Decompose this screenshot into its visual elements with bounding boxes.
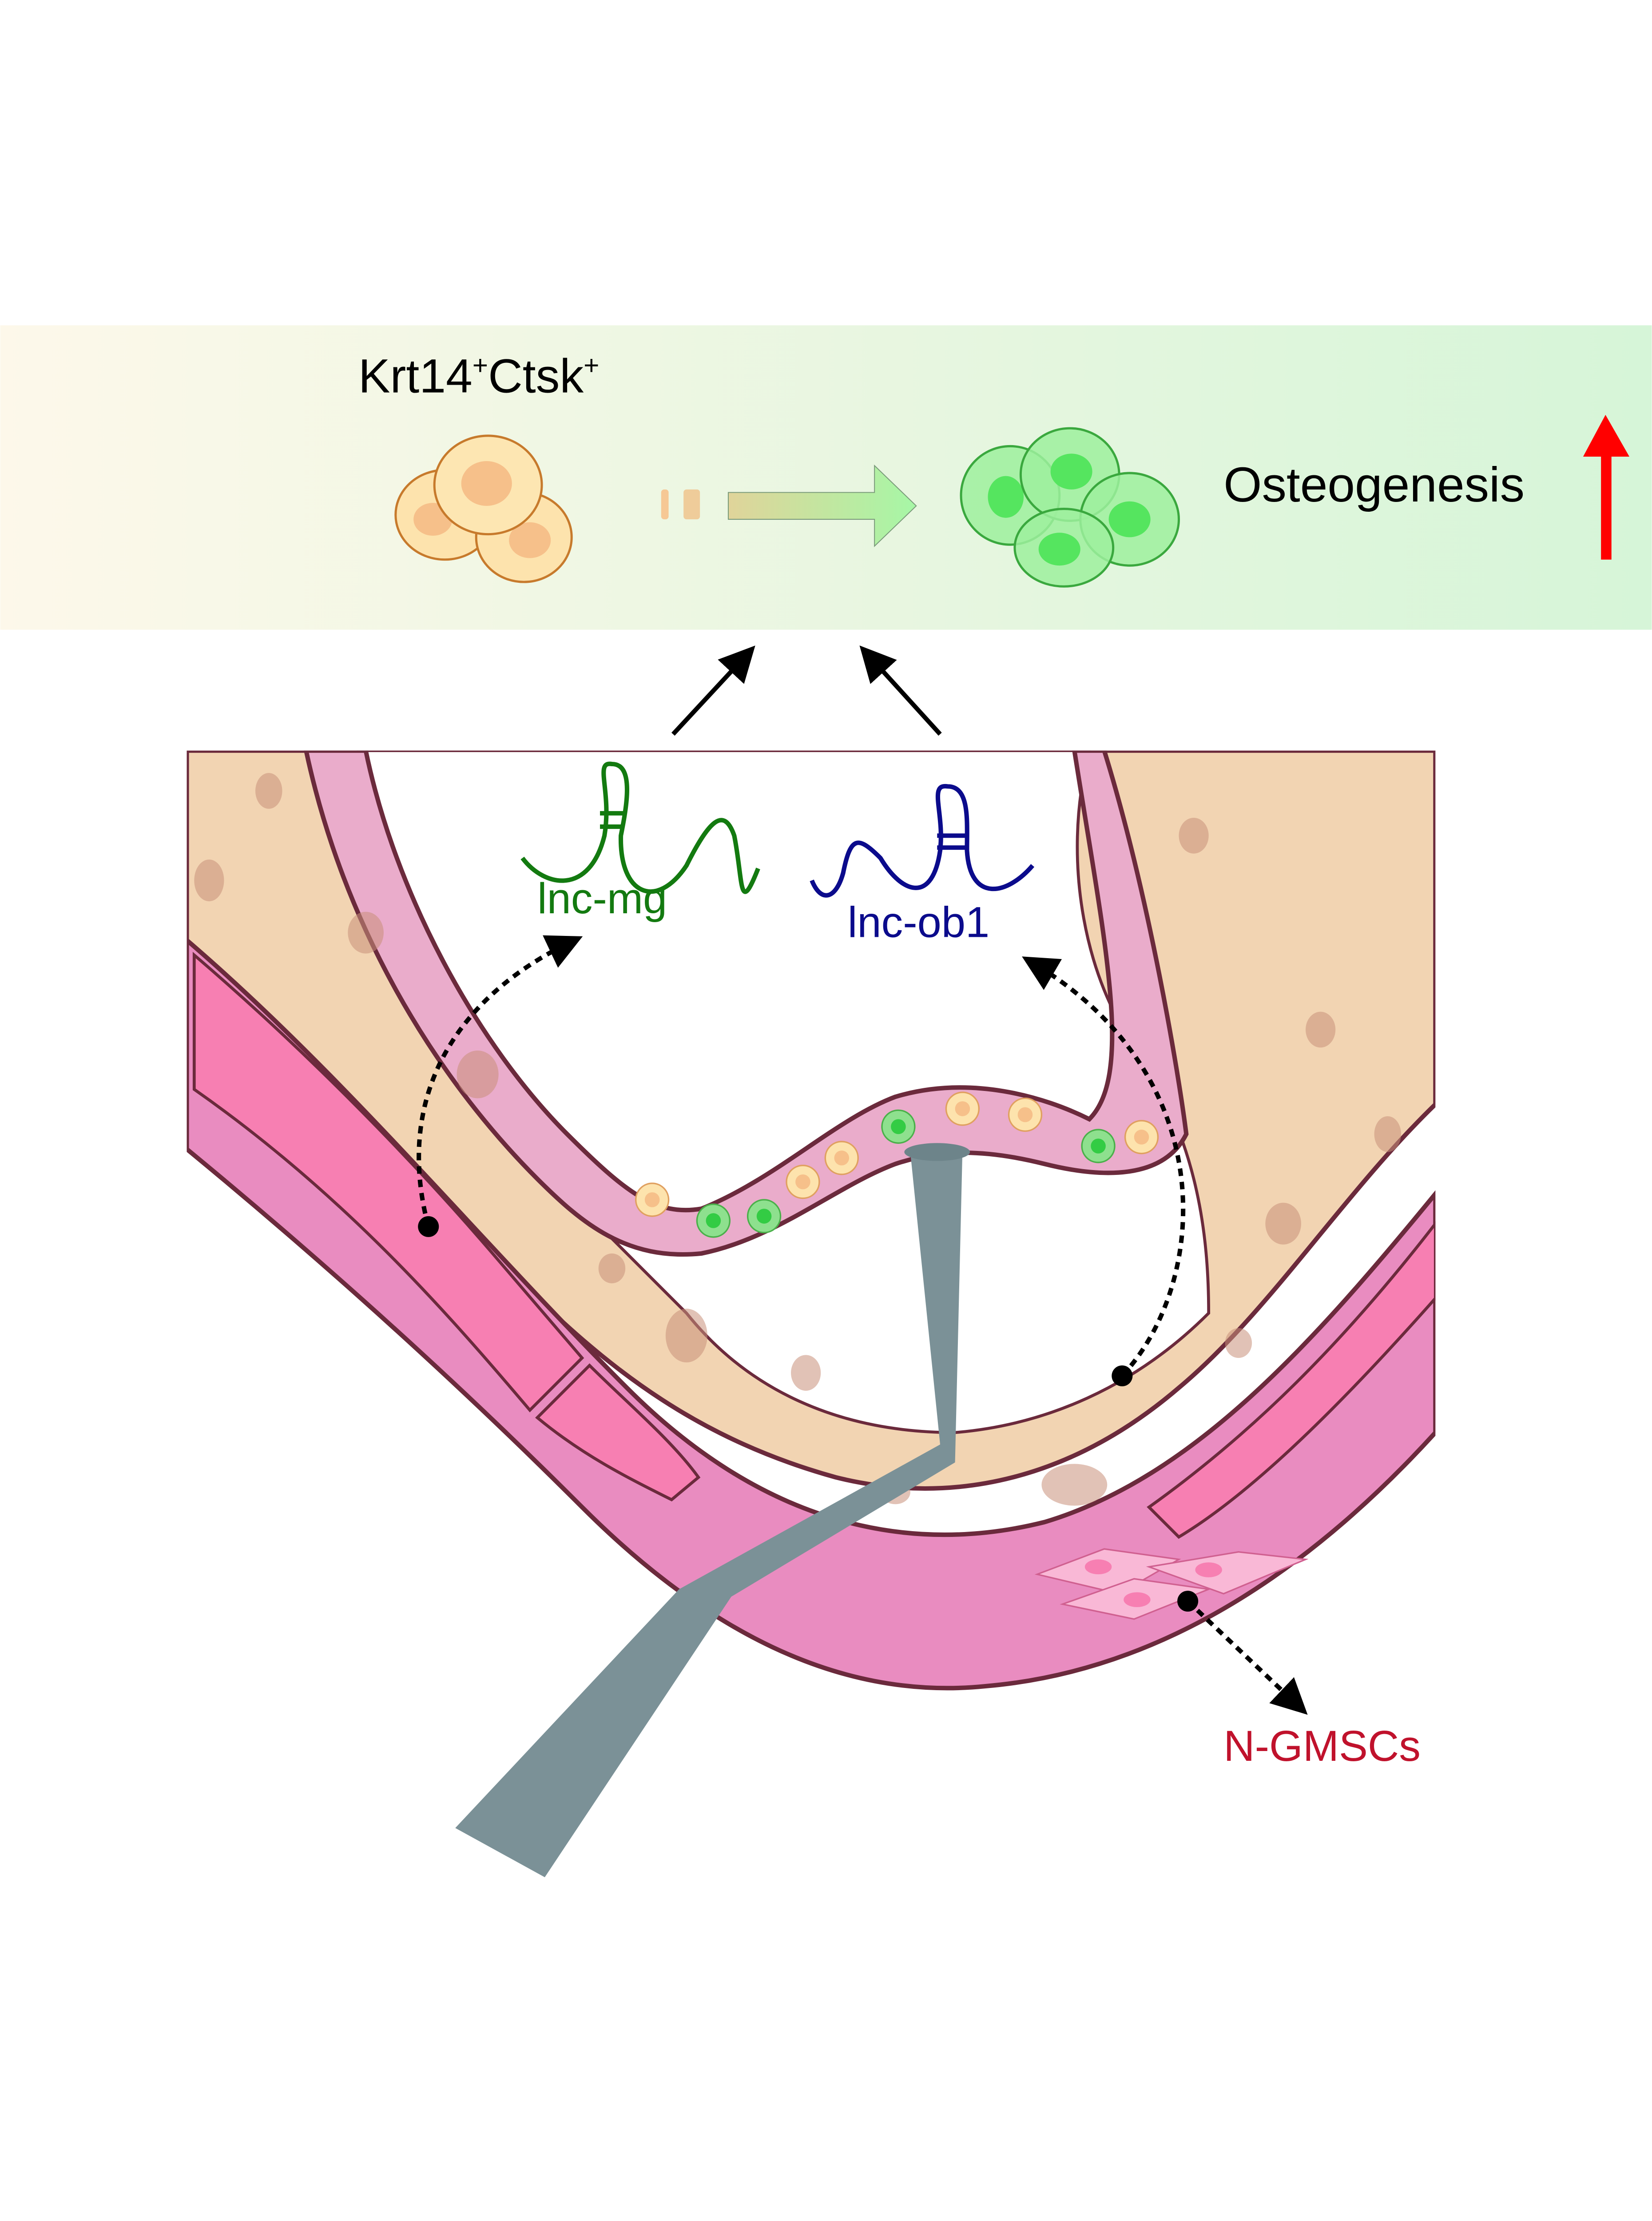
dotted-connectors: [417, 935, 1308, 1715]
lnc-ob1-rna-icon: [810, 784, 1035, 898]
lnc-mg-rna-icon: [520, 761, 760, 894]
epithelium-strip: [1147, 1221, 1436, 1539]
arrow-lnc-mg-to-banner: [671, 645, 755, 736]
source-dot: [1177, 1591, 1199, 1612]
diagram-canvas: Krt14+Ctsk+ Osteogenesis: [0, 325, 1652, 1878]
lnc-mg-label: lnc-mg: [537, 874, 667, 923]
source-dot: [1112, 1365, 1133, 1386]
periodontal-probe-tool: [455, 1143, 970, 1878]
connector-to-lnc-mg: [417, 935, 583, 1227]
osteoblast-cell-cluster: [960, 427, 1180, 588]
gingival-stem-cells: [1034, 1548, 1309, 1620]
cell-type-label: Krt14+Ctsk+: [358, 350, 600, 403]
arrow-lnc-ob1-to-banner: [859, 645, 942, 736]
periodontal-tissue-illustration: [187, 750, 1436, 1878]
gingiva: [187, 937, 1436, 1691]
bone-pores: [194, 773, 1402, 1506]
diagram-svg: Krt14+Ctsk+ Osteogenesis: [0, 325, 1652, 1878]
lnc-ob1-label: lnc-ob1: [848, 898, 989, 947]
connector-to-lnc-ob1: [1022, 956, 1186, 1377]
increase-arrow-icon: [1583, 414, 1630, 560]
source-dot: [418, 1216, 439, 1237]
osteogenesis-label: Osteogenesis: [1223, 458, 1525, 512]
epithelium-strip: [192, 951, 584, 1413]
differentiation-arrow: [661, 464, 917, 547]
stem-cells-in-ligament: [635, 1091, 1159, 1238]
banner-background: [0, 325, 1652, 630]
progenitor-cell-cluster: [394, 434, 573, 583]
n-gmscs-label: N-GMSCs: [1223, 1722, 1421, 1770]
epithelium-strip: [535, 1363, 701, 1502]
